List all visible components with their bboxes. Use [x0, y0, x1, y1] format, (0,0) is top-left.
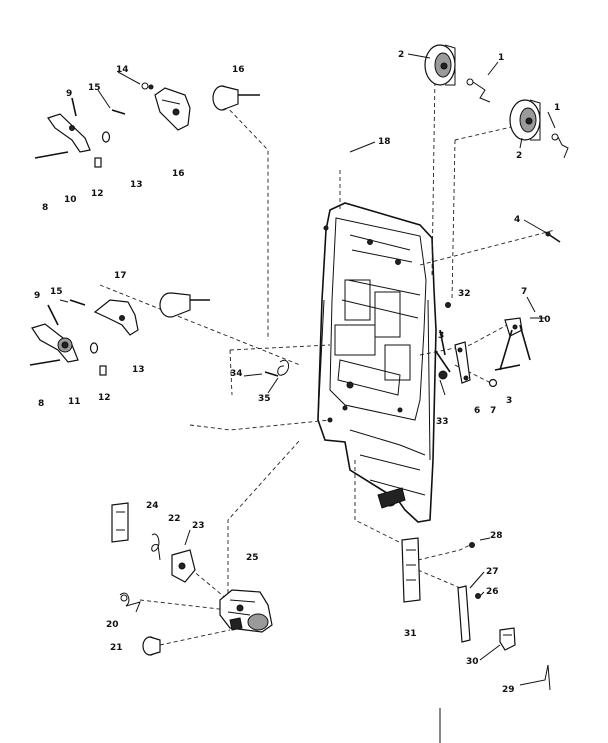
screw-8-upper	[34, 151, 69, 159]
pin-9-middle	[47, 304, 59, 326]
lever-7	[499, 317, 531, 371]
channel-31	[401, 537, 421, 603]
label-24: 24	[146, 501, 159, 511]
part-labels: 1 1 2 2 4 7 10 3 32 3 6 7 33 34 35 18 16…	[34, 50, 560, 695]
screw-15-upper	[111, 109, 126, 115]
screw-8-middle	[29, 359, 61, 366]
label-17: 17	[114, 271, 127, 281]
clip-30-right	[499, 627, 516, 651]
label-21: 21	[110, 643, 123, 653]
washer-13-middle	[89, 342, 99, 354]
screw-15-middle	[69, 299, 86, 306]
label-20: 20	[106, 620, 119, 630]
washer-7	[488, 378, 498, 388]
label-27: 27	[486, 567, 499, 577]
label-12-middle: 12	[98, 393, 111, 403]
label-7-top: 7	[521, 287, 527, 297]
label-9-upper: 9	[66, 89, 72, 99]
label-33: 33	[436, 417, 449, 427]
label-11: 11	[68, 397, 81, 407]
screw-34	[264, 371, 279, 377]
spring-20	[119, 592, 141, 613]
label-31: 31	[404, 629, 417, 639]
label-leaders	[59, 53, 556, 661]
label-9-middle: 9	[34, 291, 40, 301]
label-16-cam: 16	[172, 169, 185, 179]
screw-26	[475, 593, 481, 599]
label-13-middle: 13	[132, 365, 145, 375]
label-1-upper: 1	[498, 53, 504, 63]
lever-10-upper	[47, 113, 91, 153]
cam-16-upper	[154, 87, 191, 131]
label-28: 28	[490, 531, 503, 541]
label-2-lower: 2	[516, 151, 522, 161]
screw-32	[445, 302, 451, 308]
label-22: 22	[168, 514, 181, 524]
clip-22	[151, 533, 161, 561]
label-15-upper: 15	[88, 83, 101, 93]
spring-clip-35	[277, 359, 289, 376]
label-8-upper: 8	[42, 203, 48, 213]
label-10-upper: 10	[64, 195, 77, 205]
washer-13-upper	[101, 131, 111, 143]
screw-14	[141, 82, 154, 90]
label-16-top: 16	[232, 65, 245, 75]
slide-27	[457, 585, 471, 643]
pulley-lower	[509, 99, 541, 141]
spring-upper	[466, 78, 491, 103]
bushing-12-middle	[99, 365, 107, 376]
frame-plate	[317, 202, 437, 523]
label-6: 6	[474, 406, 480, 416]
switch-housing-25	[219, 589, 273, 633]
label-18-frame: 18	[378, 137, 391, 147]
screw-28	[469, 542, 475, 548]
screw-3	[434, 329, 521, 373]
label-12-upper: 12	[91, 189, 104, 199]
spring-lower	[551, 133, 569, 159]
label-30-right: 30	[466, 657, 479, 667]
wire-29	[519, 664, 551, 691]
label-34: 34	[230, 369, 243, 379]
label-13-upper: 13	[130, 180, 143, 190]
plate-23	[171, 529, 196, 583]
label-2-upper: 2	[398, 50, 404, 60]
knob-18-middle	[159, 292, 210, 318]
pin-4	[544, 231, 561, 243]
label-3-right: 3	[506, 396, 512, 406]
knob-18-upper	[212, 85, 260, 111]
pulley-upper	[424, 44, 456, 86]
leader-lines	[99, 74, 556, 646]
label-10-right: 10	[538, 315, 551, 325]
label-23: 23	[192, 521, 205, 531]
label-26: 26	[486, 587, 499, 597]
label-35: 35	[258, 394, 271, 404]
link-6	[454, 341, 471, 384]
cam-17	[93, 299, 139, 336]
label-25: 25	[246, 553, 259, 563]
label-4: 4	[514, 215, 520, 225]
label-15-middle: 15	[50, 287, 63, 297]
label-32: 32	[458, 289, 471, 299]
pin-9-upper	[71, 97, 77, 117]
bushing-12-upper	[94, 157, 102, 168]
label-14: 14	[116, 65, 129, 75]
lever-11	[31, 323, 79, 363]
knob-21	[142, 636, 161, 656]
label-7-right: 7	[490, 406, 496, 416]
bracket-33	[438, 370, 448, 396]
clip-24	[111, 502, 129, 543]
label-1-lower: 1	[554, 103, 560, 113]
label-3-upper: 3	[438, 331, 444, 341]
label-8-middle: 8	[38, 399, 44, 409]
label-29: 29	[502, 685, 515, 695]
